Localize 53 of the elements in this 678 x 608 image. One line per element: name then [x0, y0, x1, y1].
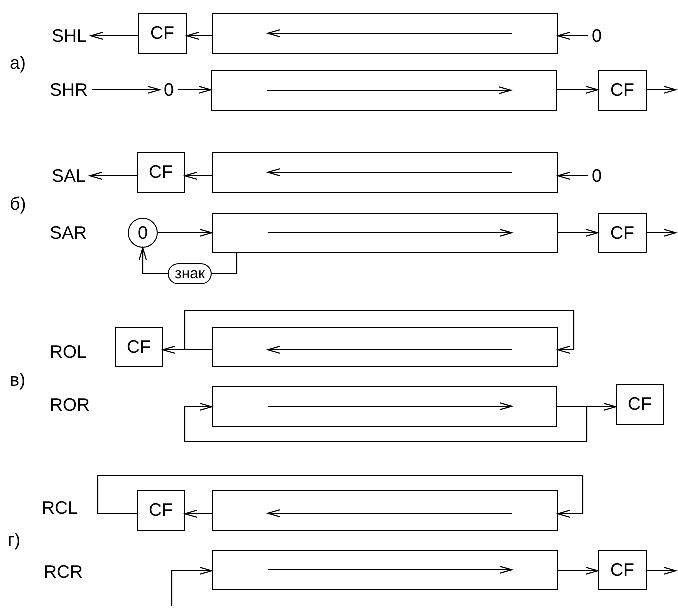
arrow — [97, 475, 584, 518]
operation-name: ROL — [50, 342, 88, 362]
arrow — [186, 32, 212, 40]
flag-box: CF — [137, 490, 185, 531]
register-box — [212, 213, 558, 253]
operand-text: 0 — [592, 166, 602, 186]
arrow — [184, 310, 575, 354]
arrow — [184, 402, 588, 443]
section-letter: г) — [8, 530, 21, 550]
operand-text: 0 — [592, 26, 602, 46]
arrow — [171, 566, 213, 606]
operation-name: RCL — [42, 498, 78, 518]
arrow — [558, 566, 599, 576]
flag-box: CF — [616, 384, 664, 425]
arrow — [89, 172, 137, 180]
arrow — [178, 86, 212, 94]
operand-text: SAL — [52, 166, 86, 186]
operation-name: RCR — [44, 562, 83, 582]
edge-label: знак — [168, 264, 212, 284]
register-box — [211, 70, 557, 111]
flag-box: CF — [137, 152, 185, 193]
register-box — [212, 13, 558, 54]
arrow — [647, 86, 677, 94]
arrow — [557, 32, 588, 40]
operand-text: SHR — [50, 80, 88, 100]
operation-name: SAR — [50, 223, 88, 243]
flag-box: CF — [598, 213, 647, 253]
flag-box: CF — [138, 13, 187, 54]
arrow — [647, 566, 677, 576]
arrow — [557, 86, 599, 94]
arrow — [184, 172, 212, 180]
flag-box: CF — [598, 70, 647, 111]
arrow — [158, 228, 213, 238]
section-letter: в) — [10, 370, 26, 390]
section-letter: б) — [10, 194, 26, 214]
arrow — [90, 32, 138, 40]
operand-text: SHL — [52, 26, 88, 46]
register-box — [212, 550, 558, 590]
flag-box: CF — [598, 550, 647, 590]
flag-box: CF — [115, 327, 163, 367]
arrow — [557, 172, 588, 180]
operand-text: 0 — [164, 80, 174, 100]
register-box — [212, 152, 558, 193]
arrow — [558, 228, 599, 238]
arrow — [92, 86, 161, 94]
operation-name: ROR — [50, 395, 90, 415]
arrow — [184, 510, 212, 518]
register-box — [212, 490, 558, 531]
section-letter: а) — [10, 53, 26, 73]
arrow — [647, 228, 677, 238]
bit-circle: 0 — [128, 218, 158, 248]
register-box — [212, 327, 558, 367]
register-box — [212, 386, 557, 427]
